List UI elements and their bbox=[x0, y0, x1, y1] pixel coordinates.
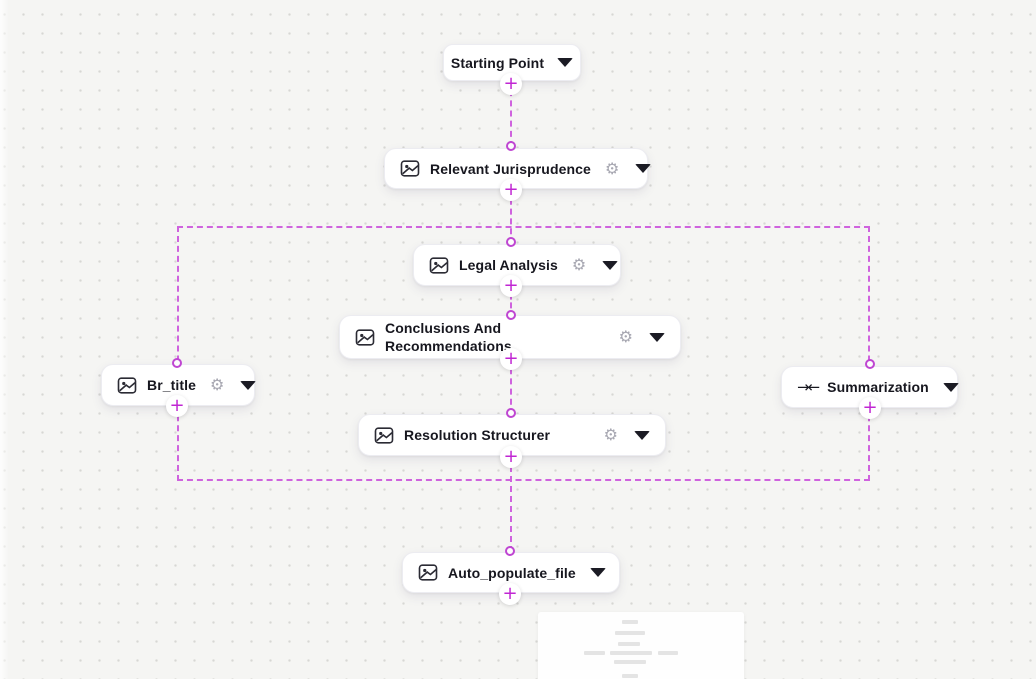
chevron-down-icon[interactable] bbox=[649, 332, 665, 342]
add-step-button-conclusions[interactable]: + bbox=[500, 348, 522, 370]
gear-icon[interactable]: ⚙ bbox=[571, 255, 587, 274]
input-port-relevant-jurisprudence[interactable] bbox=[506, 141, 516, 151]
add-step-button-summarization[interactable]: + bbox=[859, 397, 881, 419]
gear-icon[interactable]: ⚙ bbox=[210, 375, 225, 394]
add-step-button-auto-populate-file[interactable]: + bbox=[499, 583, 521, 605]
chevron-down-icon[interactable] bbox=[634, 430, 650, 440]
node-label: Relevant Jurisprudence bbox=[430, 160, 591, 177]
connector-jurisprudence-legalanalysis bbox=[510, 189, 512, 244]
chevron-down-icon[interactable] bbox=[589, 568, 606, 577]
node-label: Summarization bbox=[827, 379, 929, 395]
input-port-resolution-structurer[interactable] bbox=[506, 408, 516, 418]
chevron-down-icon[interactable] bbox=[557, 58, 574, 67]
canvas-left-edge bbox=[0, 0, 9, 679]
image-icon bbox=[117, 376, 137, 394]
node-label: Resolution Structurer bbox=[404, 427, 551, 443]
chevron-down-icon[interactable] bbox=[602, 260, 619, 270]
connector-legalanalysis-conclusions bbox=[510, 285, 512, 317]
input-port-conclusions[interactable] bbox=[506, 310, 516, 320]
skeleton-line bbox=[584, 651, 605, 655]
node-label: Conclusions And Recommendations bbox=[385, 320, 512, 354]
connector-branch-loop bbox=[177, 226, 870, 481]
add-step-button-br-title[interactable]: + bbox=[166, 395, 188, 417]
add-step-button-legal-analysis[interactable]: + bbox=[500, 275, 522, 297]
document-preview[interactable] bbox=[538, 612, 744, 679]
gear-icon[interactable]: ⚙ bbox=[604, 158, 620, 178]
skeleton-line bbox=[618, 642, 640, 646]
input-port-summarization[interactable] bbox=[865, 359, 875, 369]
node-label: Starting Point bbox=[450, 54, 545, 71]
image-icon bbox=[429, 256, 449, 274]
gear-icon[interactable]: ⚙ bbox=[618, 327, 633, 346]
image-icon bbox=[374, 426, 394, 444]
connector-conclusions-resolution bbox=[510, 358, 512, 415]
skeleton-line bbox=[610, 651, 652, 655]
image-icon bbox=[400, 160, 420, 177]
connector-startingpoint-jurisprudence bbox=[510, 80, 512, 147]
input-port-auto-populate-file[interactable] bbox=[505, 546, 515, 556]
node-label: Legal Analysis bbox=[459, 257, 558, 273]
add-step-button-starting-point[interactable]: + bbox=[500, 73, 522, 95]
add-step-button-resolution-structurer[interactable]: + bbox=[500, 446, 522, 468]
skeleton-line bbox=[614, 660, 646, 664]
add-step-button-relevant-jurisprudence[interactable]: + bbox=[500, 179, 522, 201]
chevron-down-icon[interactable] bbox=[240, 380, 257, 390]
skeleton-line bbox=[658, 651, 678, 655]
connector-resolution-autopopulate bbox=[510, 456, 512, 552]
input-port-legal-analysis[interactable] bbox=[506, 237, 516, 247]
chevron-down-icon[interactable] bbox=[635, 164, 652, 173]
merge-arrows-icon: →← bbox=[797, 378, 820, 396]
skeleton-line bbox=[615, 631, 645, 635]
image-icon bbox=[418, 564, 438, 581]
image-icon bbox=[355, 328, 375, 346]
node-label: Br_title bbox=[147, 377, 197, 393]
chevron-down-icon[interactable] bbox=[942, 382, 959, 392]
skeleton-line bbox=[622, 674, 638, 678]
input-port-br-title[interactable] bbox=[172, 358, 182, 368]
node-label: Auto_populate_file bbox=[448, 564, 576, 581]
gear-icon[interactable]: ⚙ bbox=[603, 425, 618, 444]
skeleton-line bbox=[622, 620, 638, 624]
